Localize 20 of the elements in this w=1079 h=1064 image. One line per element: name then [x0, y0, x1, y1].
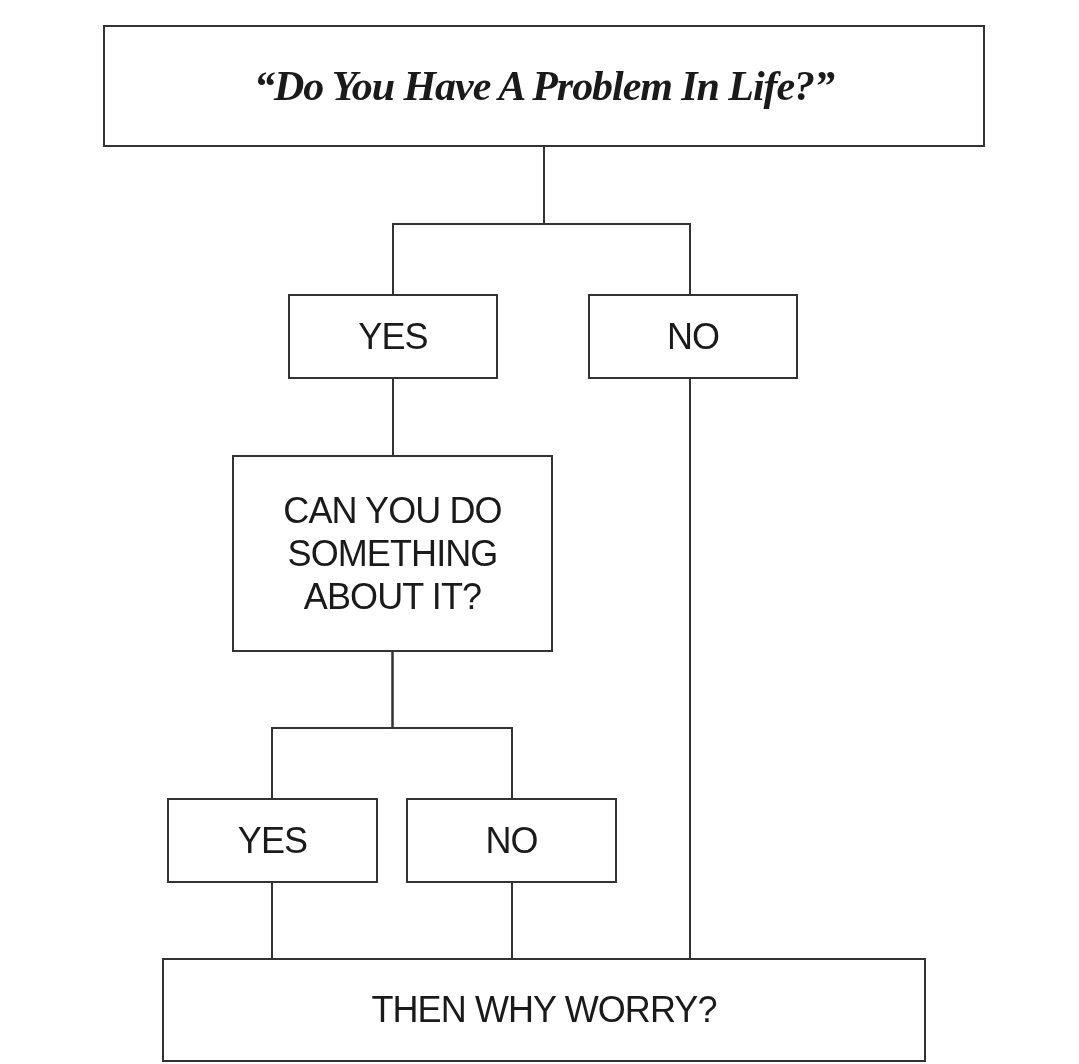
connector-line	[271, 882, 273, 959]
box-label: YES	[358, 314, 428, 359]
box-label: THEN WHY WORRY?	[371, 988, 717, 1032]
flowchart-box	[232, 455, 553, 652]
box-label: CAN YOU DO SOMETHING ABOUT IT?	[282, 488, 503, 619]
flowchart-box	[406, 798, 617, 883]
connector-line	[511, 882, 513, 959]
box-label: YES	[237, 818, 308, 863]
flowchart-box	[288, 294, 498, 379]
connector-line	[392, 378, 394, 456]
flowchart-box	[162, 958, 926, 1062]
box-label: “Do You Have A Problem In Life?”	[253, 61, 835, 111]
flowchart-box	[167, 798, 378, 883]
connector-line	[689, 378, 691, 959]
connector-line	[543, 146, 691, 295]
box-label: NO	[485, 818, 538, 863]
flowchart-box	[588, 294, 798, 379]
flowchart-box	[103, 25, 985, 147]
box-label: NO	[666, 314, 720, 359]
connector-line	[391, 651, 513, 799]
